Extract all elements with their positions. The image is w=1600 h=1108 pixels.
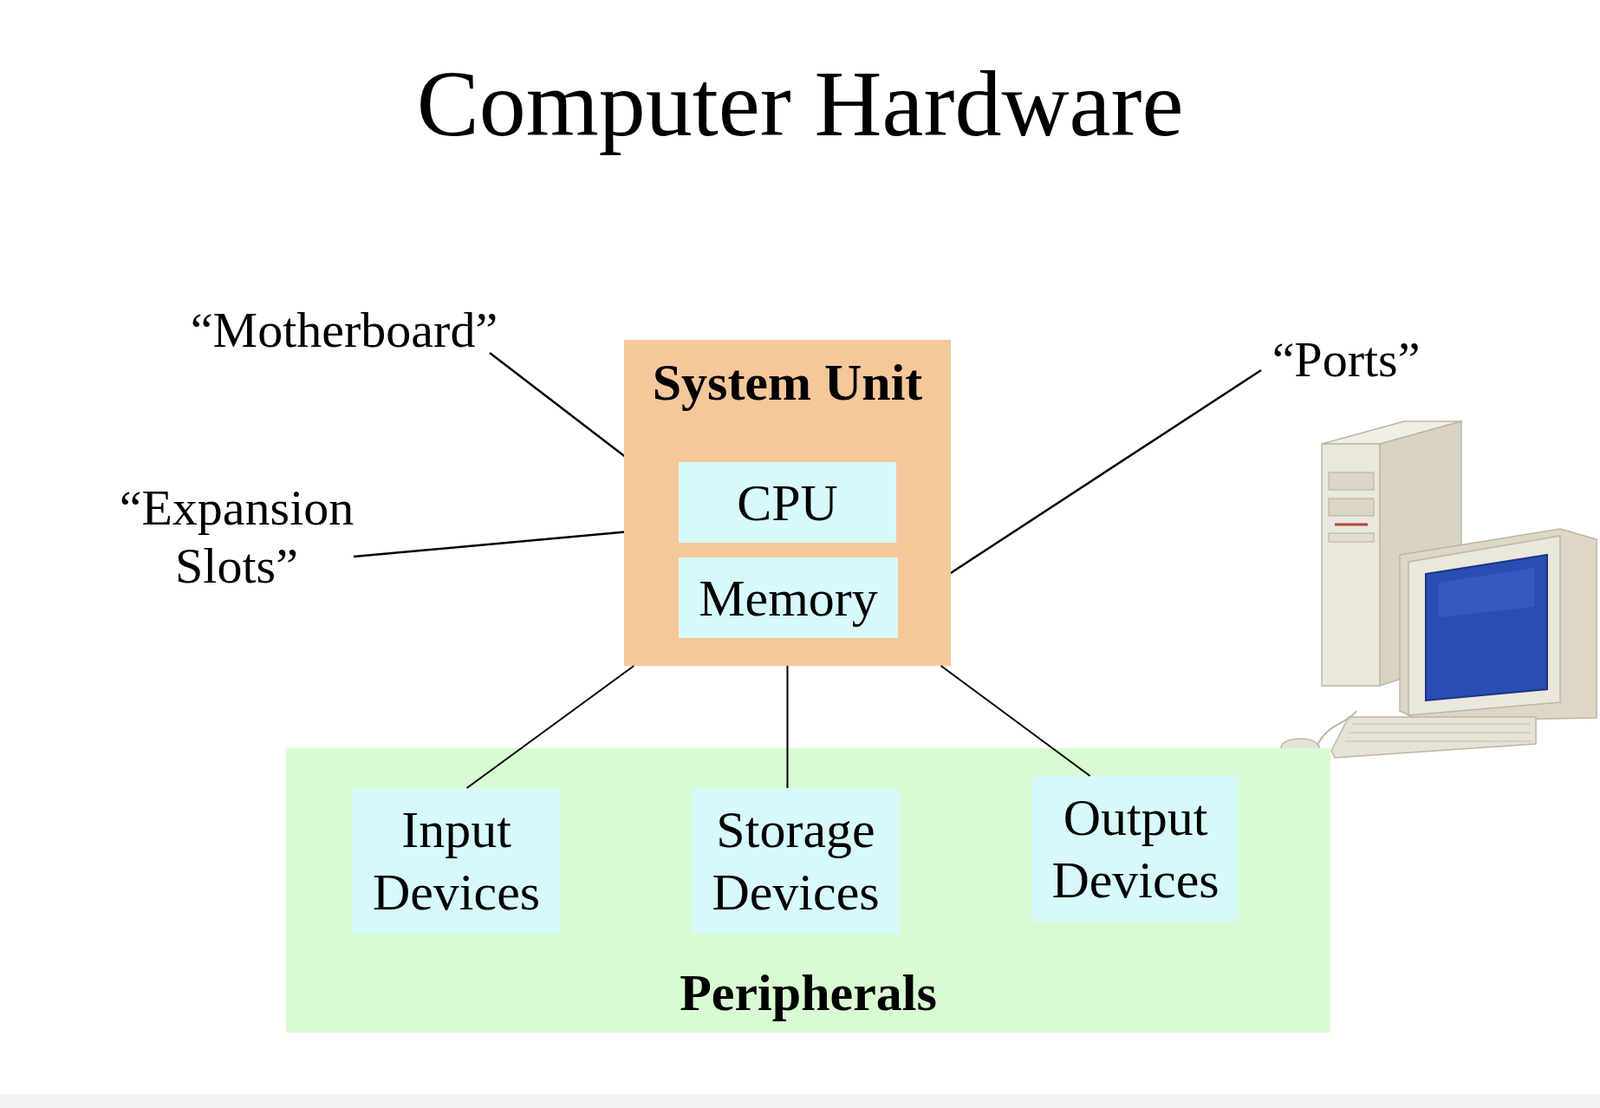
node-text: Storage Devices xyxy=(700,798,892,924)
node-text: Peripherals xyxy=(294,961,1322,1024)
cpu-box: CPU xyxy=(678,461,897,543)
input-devices-box: Input Devices xyxy=(351,787,561,934)
output-devices-box: Output Devices xyxy=(1032,775,1239,922)
callout-label: “Motherboard” xyxy=(162,301,527,360)
node-text: Output Devices xyxy=(1040,786,1230,911)
node-text: Memory xyxy=(687,566,890,630)
system-unit-box: System UnitCPU Memory xyxy=(624,339,951,666)
memory-box: Memory xyxy=(678,557,898,638)
peripherals-band: Peripherals Input Devices Storage Devices O… xyxy=(286,747,1331,1033)
node-text: System Unit xyxy=(632,351,943,414)
connector-line xyxy=(786,665,789,788)
connector-line xyxy=(941,665,1091,776)
bottom-bar xyxy=(0,1093,1600,1108)
diagram-title: Computer Hardware xyxy=(0,50,1600,158)
callout-label: “Expansion Slots” xyxy=(102,479,371,595)
computer-illustration xyxy=(1281,421,1597,758)
node-text: CPU xyxy=(687,471,888,534)
storage-devices-box: Storage Devices xyxy=(691,787,900,934)
node-text: Input Devices xyxy=(360,798,553,924)
connector-line xyxy=(467,665,635,788)
callout-label: “Ports” xyxy=(1233,331,1459,390)
